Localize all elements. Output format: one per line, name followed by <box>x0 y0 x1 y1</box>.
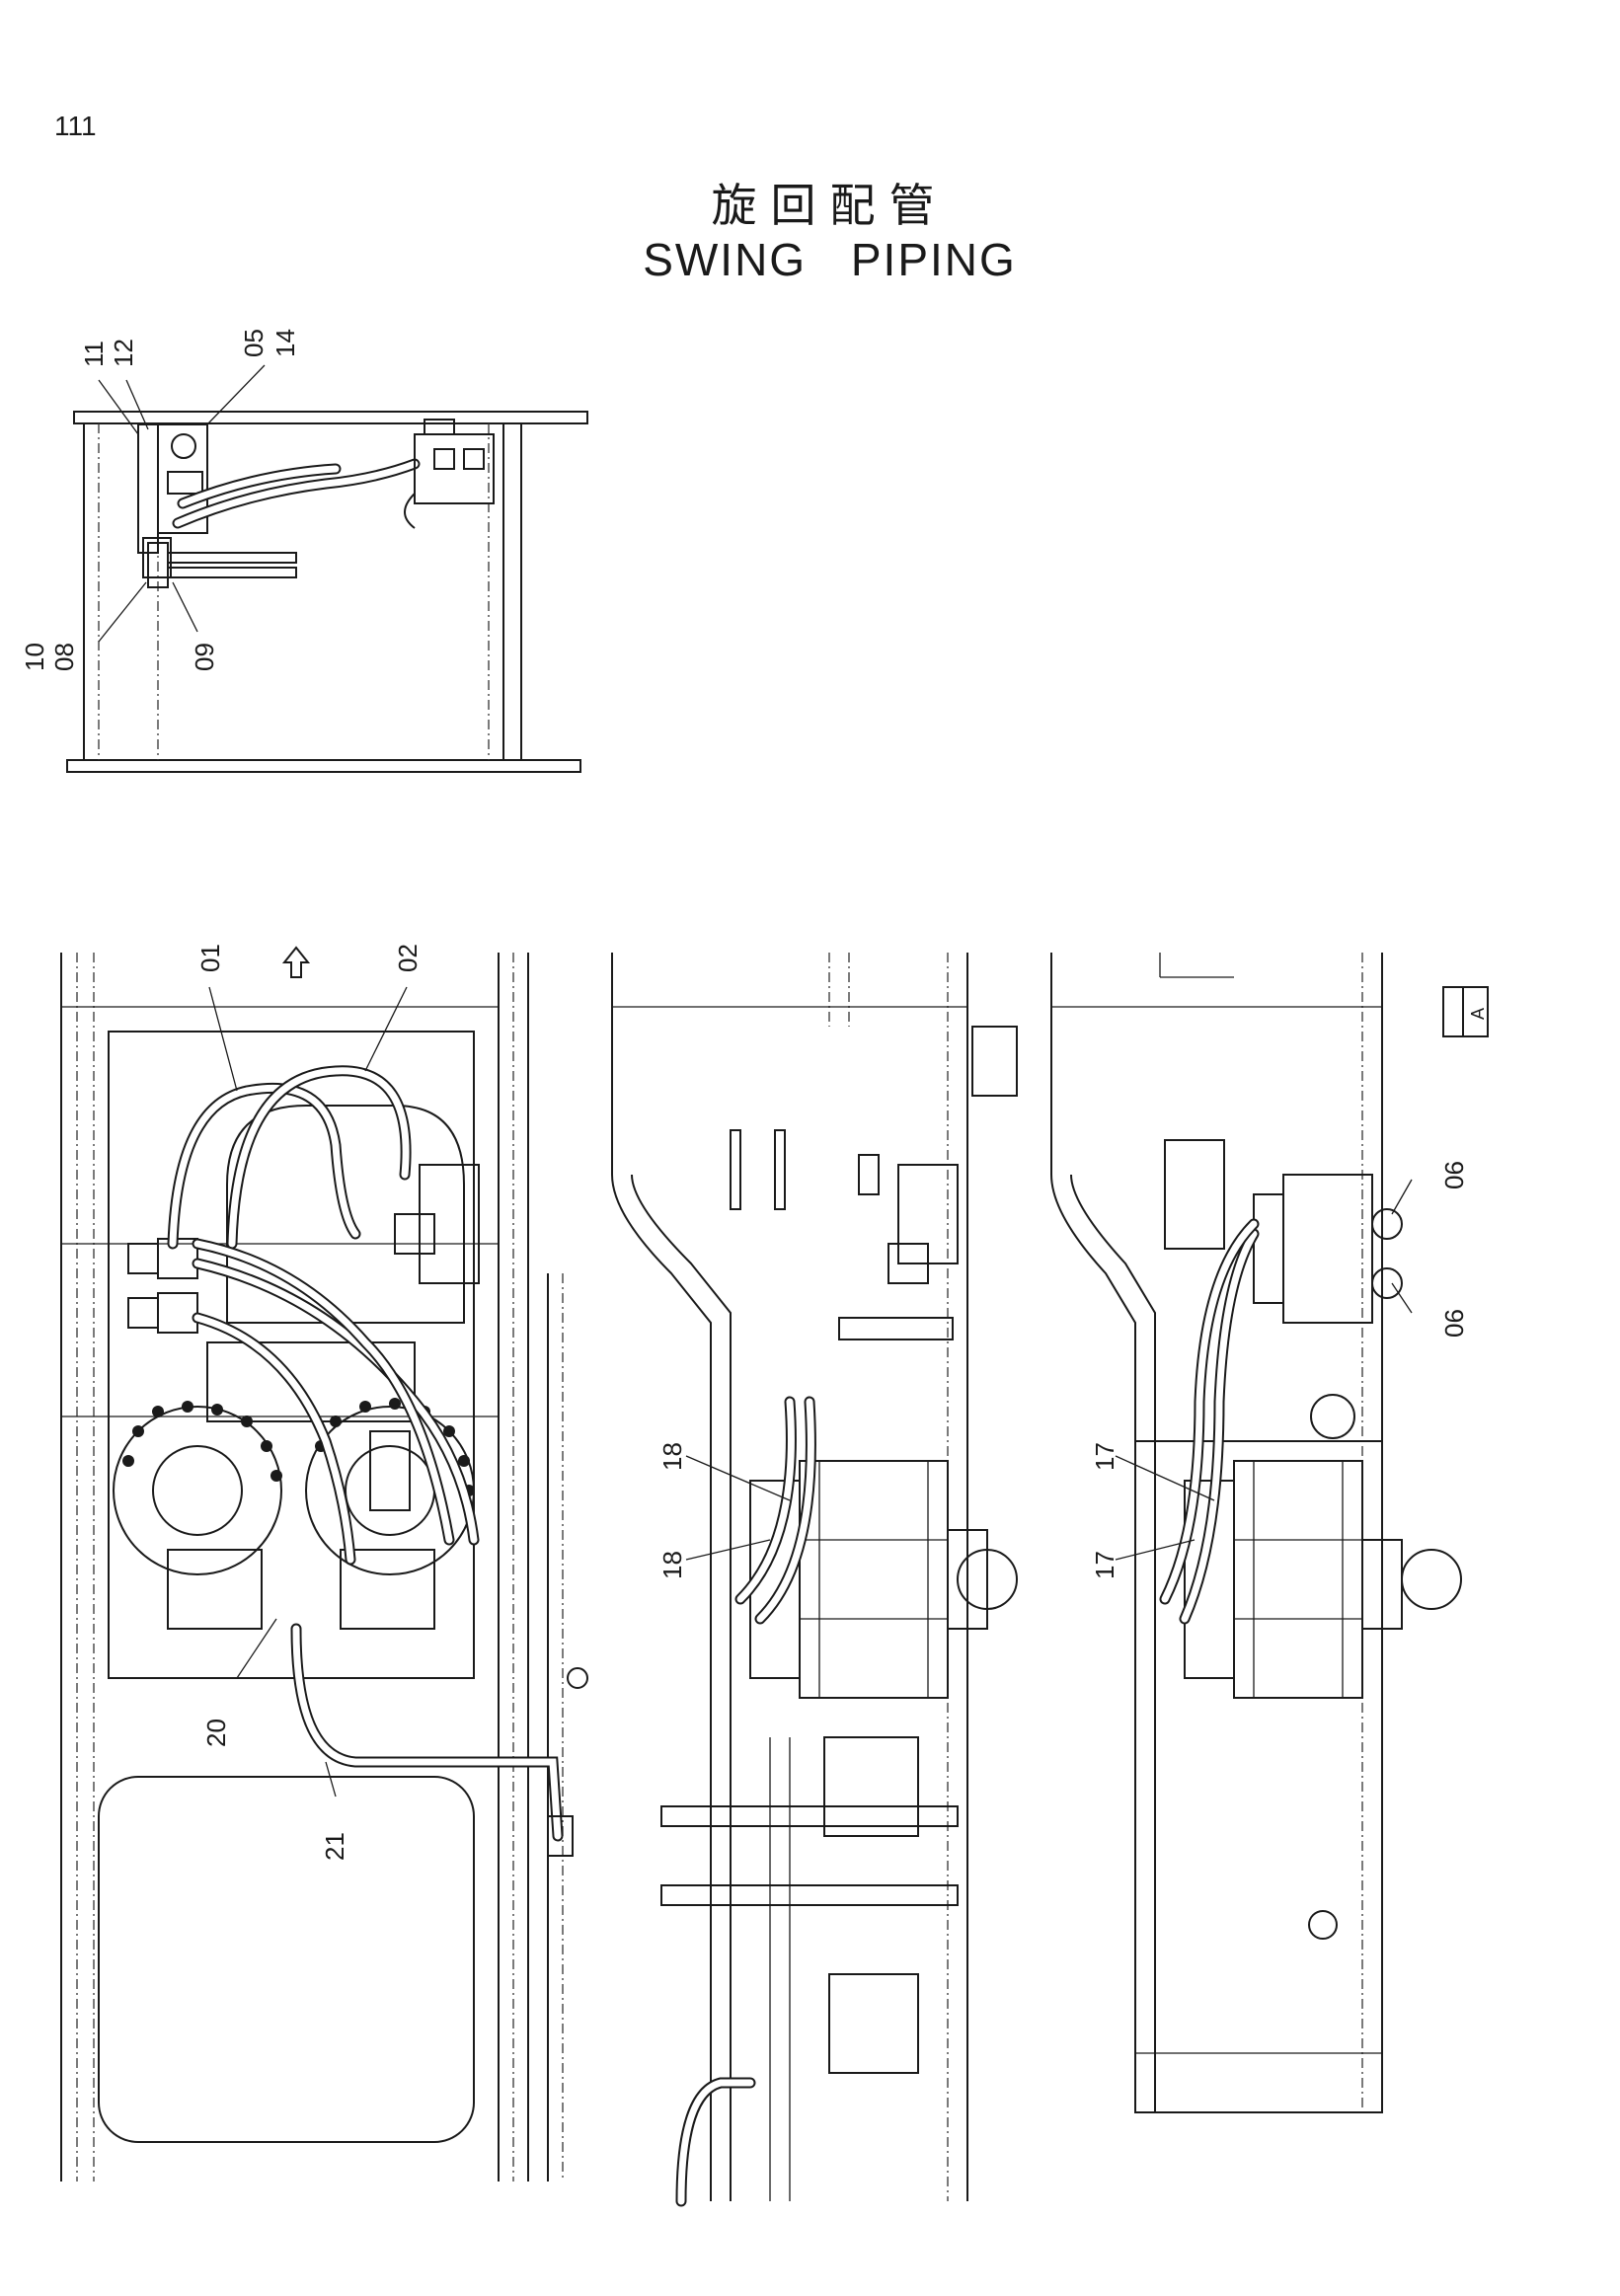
callout-06a: 06 <box>1439 1161 1469 1189</box>
left-lower-view: 01 02 20 21 <box>60 944 588 2181</box>
callout-05: 05 <box>239 329 269 357</box>
page-title-english: SWING PIPING <box>643 234 1017 285</box>
callout-18a: 18 <box>657 1442 687 1471</box>
callout-06b: 06 <box>1439 1309 1469 1338</box>
callout-02: 02 <box>393 944 423 972</box>
callout-18b: 18 <box>657 1551 687 1579</box>
callout-11: 11 <box>79 341 109 367</box>
view-tag-letter: A <box>1468 1008 1488 1020</box>
top-view: 11 12 05 14 10 08 09 <box>20 329 588 773</box>
front-direction-arrow-icon <box>281 946 311 978</box>
callout-12: 12 <box>109 339 138 367</box>
callout-10: 10 <box>20 643 49 671</box>
view-marker-icon <box>1442 986 1489 1037</box>
page-title-japanese: 旋回配管 <box>711 179 949 232</box>
callout-08: 08 <box>49 643 79 671</box>
callout-21: 21 <box>320 1832 349 1861</box>
callout-20: 20 <box>201 1719 231 1747</box>
middle-view: 18 18 <box>611 953 1018 2207</box>
callout-14: 14 <box>270 329 300 357</box>
callout-17b: 17 <box>1090 1551 1119 1579</box>
callout-01: 01 <box>195 944 225 972</box>
callout-09: 09 <box>190 643 219 671</box>
right-view: A 06 06 17 17 <box>1050 953 1489 2113</box>
callout-17a: 17 <box>1090 1442 1119 1471</box>
page-number: 111 <box>54 111 97 141</box>
